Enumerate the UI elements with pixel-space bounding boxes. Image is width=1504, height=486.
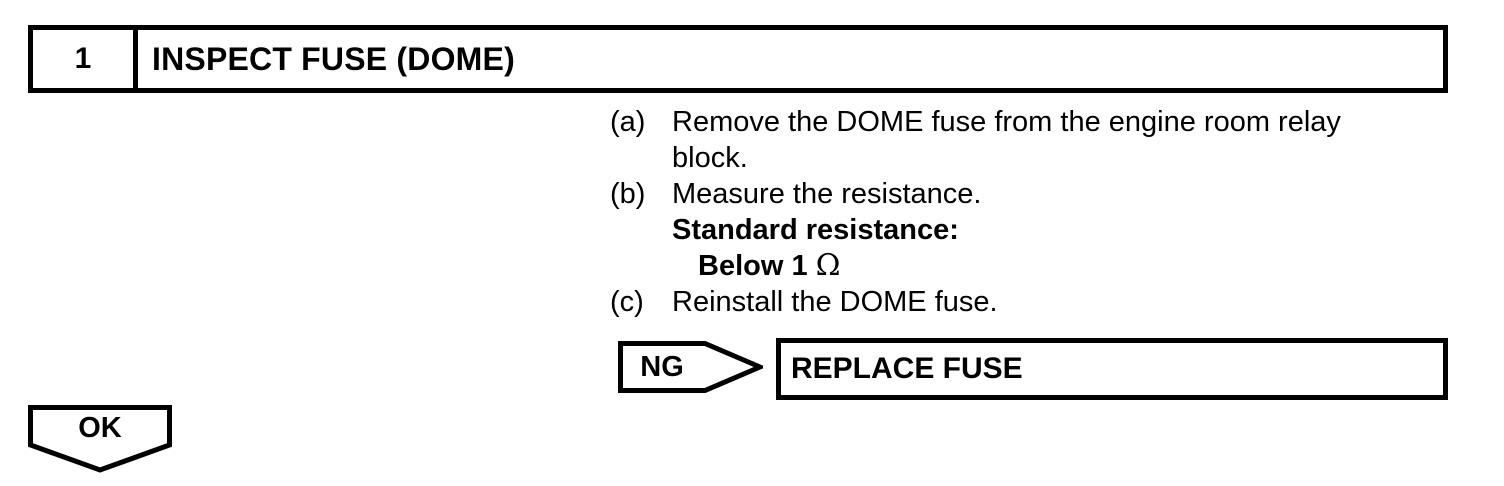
ok-label: OK <box>78 411 122 444</box>
step-title: INSPECT FUSE (DOME) <box>152 40 515 77</box>
spec-value: Below 1 Ω <box>698 248 1341 284</box>
ng-action-box: REPLACE FUSE <box>776 338 1448 400</box>
ng-arrow: NG <box>618 341 763 393</box>
step-label-c: (c) <box>610 286 644 318</box>
instruction-step-b: (b) Measure the resistance. <box>610 176 1341 212</box>
step-text-b: Measure the resistance. <box>672 178 982 210</box>
spec-heading: Standard resistance: <box>672 214 959 246</box>
ng-label: NG <box>640 350 684 383</box>
step-label-a: (a) <box>610 106 646 138</box>
step-header: 1 INSPECT FUSE (DOME) <box>28 25 1448 93</box>
ok-connector: OK <box>28 405 172 477</box>
instruction-list: (a) Remove the DOME fuse from the engine… <box>610 104 1341 320</box>
step-text-c: Reinstall the DOME fuse. <box>672 286 998 318</box>
ok-connector-shape <box>28 405 172 473</box>
step-text-a-line2: block. <box>672 142 748 174</box>
ng-arrow-shape <box>618 341 763 393</box>
instruction-step-c: (c) Reinstall the DOME fuse. <box>610 284 1341 320</box>
step-text-a-line1: Remove the DOME fuse from the engine roo… <box>672 106 1341 138</box>
step-label-b: (b) <box>610 178 646 210</box>
ohm-symbol: Ω <box>815 248 841 283</box>
spec-value-text: Below 1 <box>698 250 808 282</box>
instruction-step-a: (a) Remove the DOME fuse from the engine… <box>610 104 1341 140</box>
step-number: 1 <box>33 30 138 88</box>
